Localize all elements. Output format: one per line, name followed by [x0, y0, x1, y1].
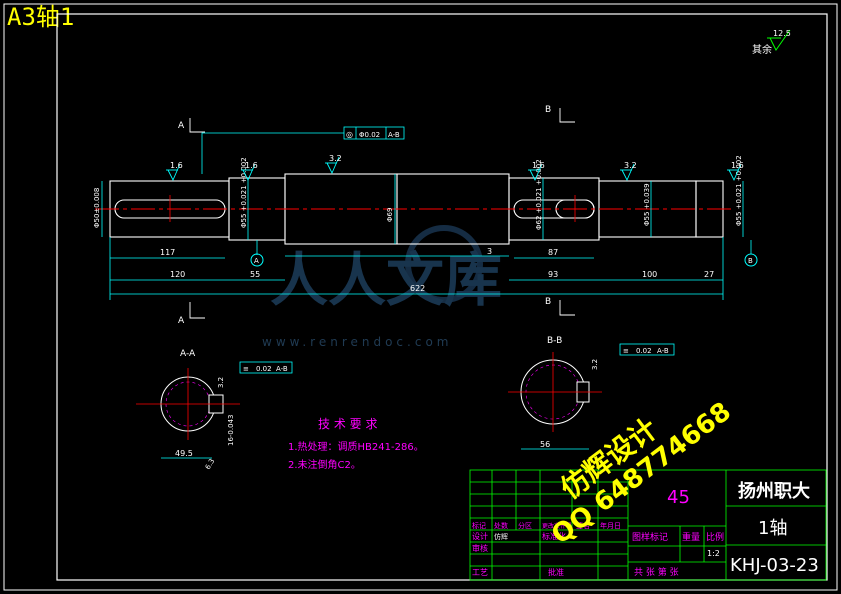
svg-text:A: A — [178, 121, 185, 131]
tech-line-2: 2.未注倒角C2。 — [288, 458, 361, 471]
svg-text:100: 100 — [642, 270, 657, 279]
svg-text:批准: 批准 — [548, 567, 564, 577]
svg-text:处数: 处数 — [494, 521, 508, 530]
datum-b: B — [744, 240, 758, 267]
svg-text:0.02: 0.02 — [256, 365, 272, 373]
svg-text:标记: 标记 — [472, 521, 486, 530]
svg-text:工艺: 工艺 — [472, 568, 488, 577]
default-roughness-label: 其余 — [752, 43, 772, 56]
svg-text:审核: 审核 — [472, 543, 488, 553]
svg-text:A: A — [178, 316, 185, 326]
svg-text:1.6: 1.6 — [170, 161, 183, 170]
title-block-text: 45 扬州职大 1轴 KHJ-03-23 图样标记 重量 比例 1:2 共 张 … — [472, 480, 819, 578]
watermark-chars: 人人文库 — [270, 246, 502, 314]
svg-text:年月日: 年月日 — [600, 521, 621, 530]
watermark-url: www.renrendoc.com — [262, 335, 452, 349]
svg-text:56: 56 — [540, 440, 550, 449]
svg-text:比例: 比例 — [706, 531, 724, 543]
svg-text:A-B: A-B — [657, 347, 669, 355]
svg-text:117: 117 — [160, 248, 175, 257]
title-block — [469, 469, 827, 581]
svg-text:B: B — [545, 105, 551, 115]
svg-text:设计: 设计 — [472, 531, 488, 541]
coaxiality-frame: ◎ Φ0.02 A-B — [201, 126, 405, 174]
sheet-border-inner — [56, 13, 828, 581]
fit-collar: Φ69 — [386, 208, 394, 222]
tech-heading: 技 术 要 求 — [318, 417, 377, 431]
length-dim-values: 117 120 55 3 87 93 100 27 622 — [160, 247, 714, 293]
technical-requirements: 技 术 要 求 1.热处理：调质HB241-286。 2.未注倒角C2。 — [288, 417, 424, 471]
svg-text:3.2: 3.2 — [217, 377, 225, 388]
default-roughness-value: 12.5 — [773, 29, 791, 38]
section-b-b: B-B ≡ 0.02 A-B 3.2 56 — [508, 336, 675, 450]
svg-text:6.3: 6.3 — [204, 457, 216, 471]
svg-text:共 张 第 张: 共 张 第 张 — [634, 566, 679, 578]
svg-text:重量: 重量 — [682, 531, 700, 543]
svg-text:B-B: B-B — [547, 336, 562, 346]
svg-text:16-0.043: 16-0.043 — [227, 415, 235, 446]
shaft-roughness-values: 1.6 1.6 3.2 1.6 3.2 1.6 — [170, 154, 744, 170]
svg-text:≡: ≡ — [623, 347, 629, 355]
svg-text:A-A: A-A — [180, 349, 196, 359]
svg-text:27: 27 — [704, 270, 714, 279]
svg-text:93: 93 — [548, 270, 558, 279]
drawing-no: KHJ-03-23 — [730, 555, 819, 576]
svg-text:A-B: A-B — [276, 365, 288, 373]
svg-text:55: 55 — [250, 270, 260, 279]
svg-text:B: B — [748, 257, 753, 265]
svg-text:622: 622 — [410, 284, 425, 293]
watermark: 人人文库 www.renrendoc.com — [262, 225, 502, 349]
svg-text:标准化: 标准化 — [542, 531, 566, 541]
yellow-signature-watermark: 仿辉设计 QQ 648774668 — [546, 397, 737, 551]
svg-text:A: A — [254, 257, 259, 265]
svg-text:120: 120 — [170, 270, 185, 279]
section-markers — [189, 108, 575, 319]
part-name: 1轴 — [758, 518, 787, 539]
svg-text:87: 87 — [548, 248, 558, 257]
svg-text:仿辉: 仿辉 — [494, 532, 508, 541]
shaft-main-view — [109, 173, 724, 245]
fit-right-end: Φ55 +0.021 +0.002 — [735, 155, 743, 226]
svg-text:49.5: 49.5 — [175, 449, 193, 458]
tech-line-1: 1.热处理：调质HB241-286。 — [288, 440, 424, 453]
shaft-roughness — [166, 156, 742, 182]
default-roughness: 其余 12.5 — [752, 29, 791, 56]
fit-left-journal: Φ55 +0.021 +0.002 — [240, 157, 248, 228]
svg-text:0.02: 0.02 — [636, 347, 652, 355]
svg-text:签名: 签名 — [576, 521, 590, 530]
svg-text:1.6: 1.6 — [532, 161, 545, 170]
svg-text:3.2: 3.2 — [624, 161, 637, 170]
svg-text:图样标记: 图样标记 — [632, 531, 668, 543]
svg-text:分区: 分区 — [518, 521, 532, 530]
page-title: A3轴1 — [7, 3, 75, 31]
svg-text:3.2: 3.2 — [329, 154, 342, 163]
fit-right-journal: Φ62 +0.021 +0.002 — [535, 159, 543, 230]
fit-left-end: Φ50±0.008 — [93, 188, 101, 228]
fit-right-shoulder: Φ55 +0.039 — [643, 183, 651, 226]
diameter-dims: Φ50±0.008 Φ55 +0.021 +0.002 Φ69 Φ62 +0.0… — [93, 155, 744, 244]
datum-a: A — [250, 240, 264, 267]
svg-text:更改文件号: 更改文件号 — [542, 522, 572, 530]
section-a-a: A-A ≡ 0.02 A-B 3.2 16-0.043 49.5 6.3 — [136, 349, 293, 471]
sheet-border-outer — [3, 3, 838, 591]
school: 扬州职大 — [738, 480, 810, 502]
svg-text:B: B — [545, 297, 551, 307]
svg-text:1.6: 1.6 — [245, 161, 258, 170]
svg-text:1.6: 1.6 — [731, 161, 744, 170]
svg-text:Φ0.02: Φ0.02 — [359, 131, 380, 139]
section-marker-labels: A A B B — [178, 105, 551, 326]
material: 45 — [667, 487, 690, 508]
length-dims — [109, 237, 724, 300]
svg-text:3: 3 — [487, 247, 492, 256]
svg-text:A-B: A-B — [388, 131, 400, 139]
svg-text:◎: ◎ — [346, 130, 353, 139]
svg-text:≡: ≡ — [243, 365, 249, 373]
svg-text:1:2: 1:2 — [707, 549, 720, 558]
svg-text:3.2: 3.2 — [591, 359, 599, 370]
